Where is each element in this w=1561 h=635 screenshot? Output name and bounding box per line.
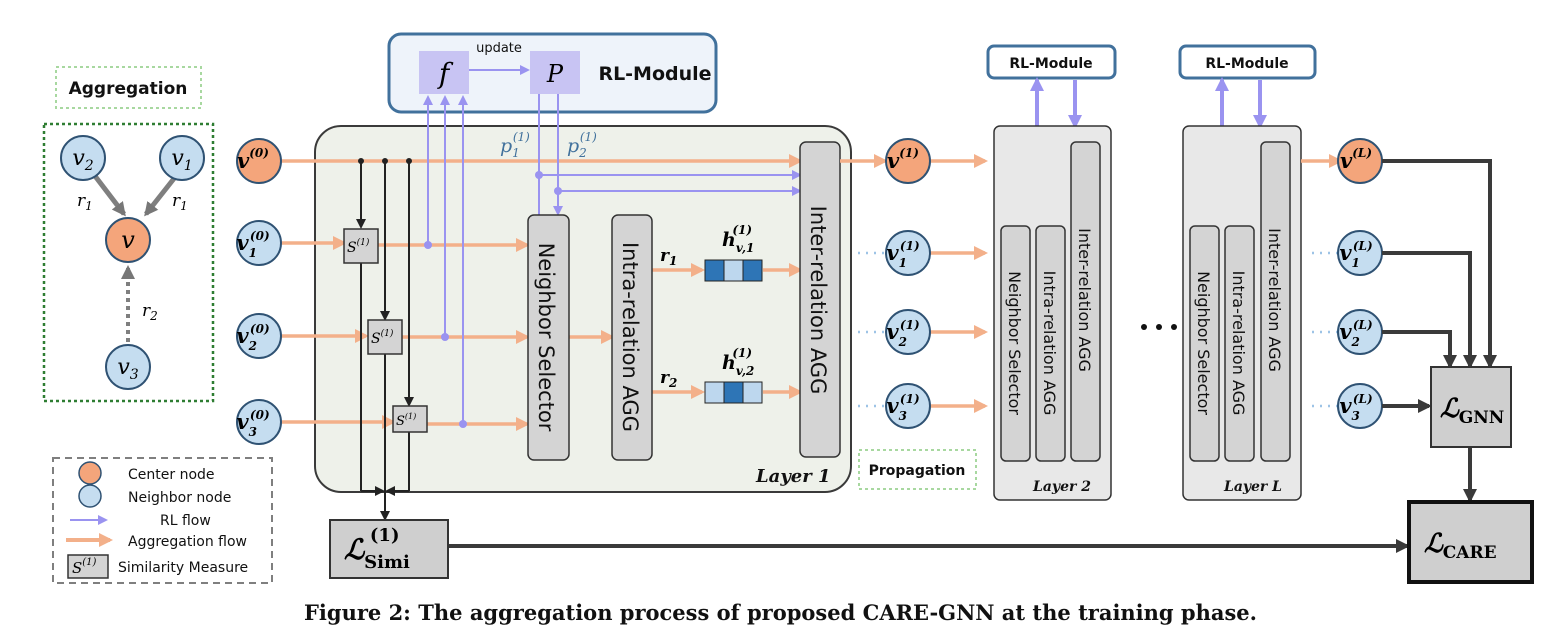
layer-l-inter-agg: Inter-relation AGG	[1265, 228, 1284, 372]
neighbor-node	[105, 344, 151, 390]
similarity-box-1	[343, 228, 379, 264]
output-center-node	[885, 138, 931, 184]
layer-l-intra-agg: Intra-relation AGG	[1229, 271, 1248, 416]
layer-2-neighbor-selector: Neighbor Selector	[1005, 271, 1024, 415]
input-nodes: v(0) v1(0) v2(0) v3(0)	[236, 138, 282, 445]
input-center-node	[236, 138, 282, 184]
layer-l-rl-module-label: RL-Module	[1205, 56, 1288, 72]
layer-2-rl-module	[986, 44, 1117, 80]
layer-2-inter-agg: Inter-relation AGG	[1075, 228, 1094, 372]
layer-1-label: Layer 1	[755, 466, 831, 487]
layer-l-neighbor-selector: Neighbor Selector	[1194, 271, 1213, 415]
aggregation-title-box	[55, 66, 202, 109]
neighbor-node	[60, 135, 106, 181]
neighbor-node	[159, 135, 205, 181]
svg-text:P: P	[546, 60, 564, 88]
layer-2-rl-module-label: RL-Module	[1009, 56, 1092, 72]
similarity-box-3	[392, 405, 428, 433]
rl-module-top: f P update RL-Module	[387, 32, 718, 114]
layer-2: RL-Module Layer 2 Neighbor Selector Intr…	[986, 44, 1117, 501]
output-neighbor-node-2	[885, 309, 931, 355]
input-neighbor-node-3	[236, 399, 282, 445]
embedding-h2	[704, 381, 763, 404]
loss-care-box	[1407, 500, 1534, 584]
layer-l: RL-Module Layer L Neighbor Selector Intr…	[1178, 44, 1317, 501]
final-outputs: v(L) v1(L) v2(L) v3(L)	[448, 138, 1497, 553]
svg-text:r1: r1	[172, 191, 188, 213]
propagation-label: Propagation	[869, 463, 966, 479]
svg-text:r1: r1	[77, 191, 93, 213]
legend-neighbor-node-icon	[78, 484, 102, 508]
update-label: update	[476, 41, 522, 56]
embedding-h1	[704, 259, 763, 282]
legend-similarity-label: Similarity Measure	[118, 560, 248, 576]
legend-rl-flow-label: RL flow	[160, 513, 211, 529]
layer-1: Layer 1 S(1) S(1)	[262, 94, 852, 521]
aggregation-panel: Aggregation v2 v1 v v3 r1 r1 r2	[42, 66, 215, 403]
layer-1-frame	[314, 125, 852, 493]
layer-2-label: Layer 2	[1032, 479, 1091, 495]
legend-center-node-label: Center node	[128, 467, 215, 483]
legend-frame	[52, 457, 273, 584]
input-neighbor-node-1	[236, 220, 282, 266]
p-box	[530, 51, 580, 94]
legend-neighbor-node-label: Neighbor node	[128, 490, 231, 506]
input-neighbor-node-2	[236, 313, 282, 359]
center-node	[105, 217, 151, 263]
aggregation-frame	[42, 122, 215, 403]
inter-agg-label: Inter-relation AGG	[806, 206, 830, 395]
neighbor-selector-box	[527, 214, 570, 461]
neighbor-selector-label: Neighbor Selector	[534, 243, 558, 432]
legend: Center node Neighbor node RL flow Aggreg…	[52, 457, 273, 584]
similarity-box-2	[367, 319, 403, 355]
output-neighbor-node-3	[885, 383, 931, 429]
losses: ℒSimi(1) ℒGNN ℒCARE	[329, 366, 1534, 584]
legend-aggregation-flow-label: Aggregation flow	[128, 534, 247, 550]
figure-caption: Figure 2: The aggregation process of pro…	[304, 600, 1257, 625]
svg-text:v: v	[121, 226, 135, 254]
loss-simi-box	[329, 519, 449, 579]
svg-text:r2: r2	[142, 301, 158, 323]
layer-2-intra-agg: Intra-relation AGG	[1040, 271, 1059, 416]
intra-agg-label: Intra-relation AGG	[618, 242, 642, 432]
layer-ellipsis	[1141, 324, 1177, 330]
layer-l-rl-module	[1178, 44, 1317, 80]
layer-1-outputs: v(1) v1(1) v2(1) v3(1) Propagation	[840, 138, 988, 490]
loss-gnn-box	[1430, 366, 1512, 448]
layer-l-label: Layer L	[1223, 479, 1282, 495]
inter-agg-box	[799, 141, 841, 458]
legend-similarity-icon	[67, 554, 109, 579]
output-neighbor-node-1	[885, 230, 931, 276]
intra-agg-box	[611, 214, 653, 461]
diagram-canvas: Aggregation v2 v1 v v3 r1 r1 r2 Center n…	[42, 32, 1534, 584]
legend-center-node-icon	[78, 461, 102, 485]
rl-module-title: RL-Module	[598, 63, 711, 85]
f-box	[419, 51, 469, 94]
aggregation-title: Aggregation	[69, 79, 188, 99]
